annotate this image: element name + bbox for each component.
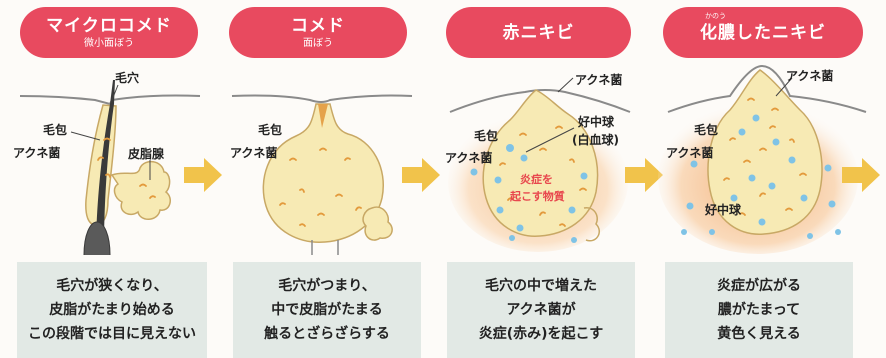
skin-surface-1 <box>19 94 201 106</box>
stage-1-title: マイクロコメド <box>46 15 172 36</box>
stage-3-title: 赤ニキビ <box>502 22 575 43</box>
bacteria-pointer-4 <box>775 77 793 97</box>
inflammatory-label-1: 炎症を <box>520 172 553 186</box>
pore-pointer-1 <box>111 84 119 101</box>
hair-follicle-label-2: 毛包 <box>258 122 282 137</box>
white-cells-3 <box>470 144 588 243</box>
hair-shaft-1 <box>96 80 115 250</box>
sebum-plug-2 <box>318 104 328 128</box>
stage-3-caption: 毛穴の中で増えた アクネ菌が 炎症(赤み)を起こす <box>447 262 635 358</box>
stage-2-subtitle: 面ぼう <box>303 37 333 49</box>
white-blood-cell-label-3: (白血球) <box>572 132 619 147</box>
sebaceous-lobe-3 <box>583 207 600 242</box>
stage-1-caption-line-1: 毛穴が狭くなり、 <box>56 278 168 294</box>
stage-2-caption-line-1: 毛穴がつまり、 <box>278 278 376 294</box>
stage-1-caption-line-2: 皮脂がたまり始める <box>49 302 175 318</box>
hair-follicle-label-4: 毛包 <box>694 122 718 137</box>
hair-root-2 <box>311 240 339 255</box>
stage-4-title: 化膿したニキビ <box>700 22 826 43</box>
stage-1-subtitle: 微小面ぼう <box>84 37 134 49</box>
bacteria-cluster-4 <box>723 97 807 216</box>
stage-4-header: かのう 化膿したニキビ <box>663 7 863 58</box>
acne-bacteria-top-label-4: アクネ菌 <box>786 68 833 83</box>
stage-1-header: マイクロコメド 微小面ぼう <box>20 7 198 58</box>
acne-bacteria-label-3: アクネ菌 <box>445 150 492 165</box>
acne-bacteria-label-1: アクネ菌 <box>13 145 60 160</box>
stage-3-caption-line-2: アクネ菌が <box>506 302 576 318</box>
comedo-body-2 <box>262 103 384 243</box>
neutrophil-label-3: 好中球 <box>577 114 615 129</box>
arrow-2 <box>402 158 440 192</box>
arrow-4 <box>842 158 880 192</box>
bacteria-pointer-3 <box>557 77 574 93</box>
skin-surface-4 <box>667 64 867 113</box>
stage-4-caption-line-1: 炎症が広がる <box>717 278 801 294</box>
neutrophil-pointer-3 <box>525 127 575 153</box>
stage-1-caption: 毛穴が狭くなり、 皮脂がたまり始める この段階では目に見えない <box>17 262 207 358</box>
sebaceous-lobe-2 <box>362 206 393 241</box>
bacteria-cluster-3 <box>499 125 587 227</box>
pore-label-1: 毛穴 <box>115 70 139 85</box>
stage-2-caption-line-2: 中で皮脂がたまる <box>271 302 383 318</box>
hair-follicle-label-3: 毛包 <box>474 128 498 143</box>
stage-3-header: 赤ニキビ <box>446 7 631 58</box>
stage-2-illustration: 毛包 アクネ菌 <box>230 94 413 255</box>
stage-1-caption-line-3: この段階では目に見えない <box>28 326 196 342</box>
arrow-1 <box>184 158 222 192</box>
stage-4-ruby: かのう <box>705 12 726 20</box>
acne-bacteria-top-label-3: アクネ菌 <box>575 72 622 87</box>
hair-follicle-label-1: 毛包 <box>43 122 67 137</box>
sebaceous-gland-label-1: 皮脂腺 <box>127 146 165 161</box>
skin-surface-2 <box>231 94 413 103</box>
acne-progression-illustration: 毛穴 毛包 アクネ菌 皮脂腺 毛包 アクネ菌 <box>13 64 880 256</box>
stage-2-caption-line-3: 触るとざらざらする <box>264 326 390 342</box>
pustule-body-4 <box>707 69 823 235</box>
pimple-body-3 <box>482 89 599 237</box>
acne-bacteria-label-2: アクネ菌 <box>230 145 277 160</box>
follicle-pointer-1 <box>70 131 101 141</box>
stage-3-caption-line-3: 炎症(赤み)を起こす <box>478 326 604 342</box>
stage-2-title: コメド <box>291 15 345 36</box>
sebaceous-gland-1 <box>110 160 171 220</box>
stage-4-caption-line-2: 膿がたまって <box>717 302 801 318</box>
white-cells-4 <box>681 114 841 239</box>
bacteria-cluster-1 <box>97 137 156 199</box>
neutrophil-label-4: 好中球 <box>704 202 742 217</box>
stage-3-illustration: アクネ菌 好中球 (白血球) 毛包 アクネ菌 炎症を 起こす物質 <box>445 72 631 252</box>
inflammatory-label-2: 起こす物質 <box>509 189 565 203</box>
stage-4-caption-line-3: 黄色く見える <box>717 326 801 342</box>
stage-3-caption-line-1: 毛穴の中で増えた <box>485 278 597 294</box>
hair-root-1 <box>83 221 111 256</box>
stage-4-caption: 炎症が広がる 膿がたまって 黄色く見える <box>665 262 853 358</box>
stage-4-illustration: アクネ菌 毛包 アクネ菌 好中球 <box>658 64 867 254</box>
acne-bacteria-label-4: アクネ菌 <box>666 145 713 160</box>
bacteria-cluster-2 <box>279 147 362 227</box>
stage-1-illustration: 毛穴 毛包 アクネ菌 皮脂腺 <box>13 70 201 256</box>
stage-2-caption: 毛穴がつまり、 中で皮脂がたまる 触るとざらざらする <box>233 262 421 358</box>
arrow-3 <box>625 158 663 192</box>
skin-surface-3 <box>449 89 631 113</box>
stage-2-header: コメド 面ぼう <box>229 7 407 58</box>
